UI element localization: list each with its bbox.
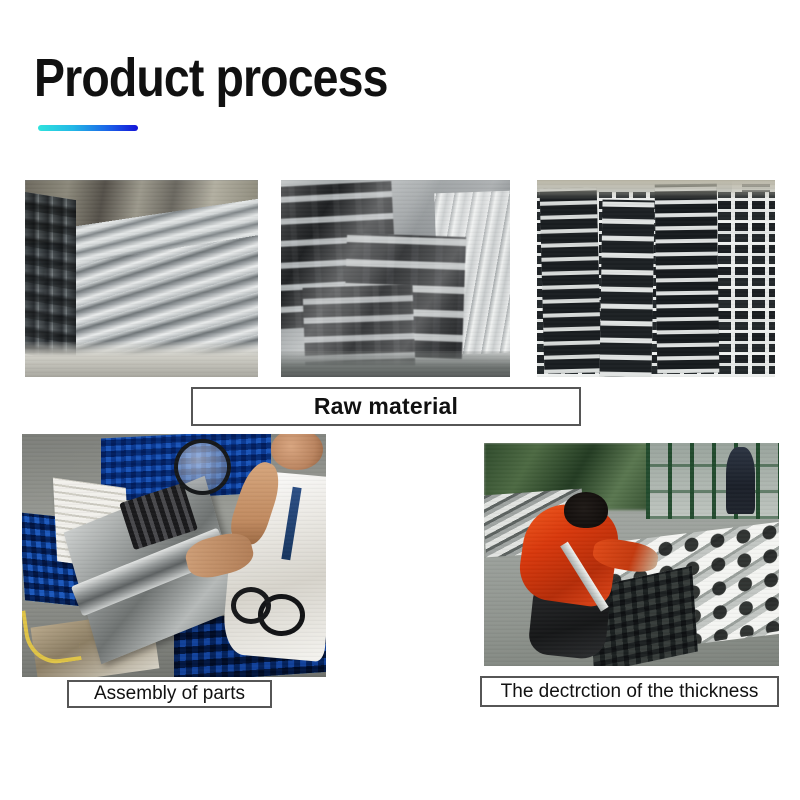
photo-ring-part-2: [230, 586, 272, 624]
photo-raw-tube-ends: [537, 180, 775, 377]
photo-worker-head: [563, 492, 608, 528]
photo-assembly-workbench: [22, 434, 326, 677]
title-accent-rule: [38, 125, 138, 131]
photo-floor: [281, 351, 510, 377]
caption-assembly-of-parts: Assembly of parts: [67, 680, 272, 708]
photo-plastic-wrap-sheen: [281, 180, 510, 377]
photo-worker-head: [271, 434, 323, 471]
photo-raw-long-profiles: [25, 180, 258, 377]
photo-fence-posts: [646, 443, 779, 519]
photo-profile-ends: [25, 191, 77, 362]
photo-thickness-check: [484, 443, 779, 666]
page-title: Product process: [34, 48, 388, 108]
photo-tube-column-1: [539, 187, 602, 374]
photo-top-haze: [537, 180, 775, 200]
caption-raw-material: Raw material: [191, 387, 581, 426]
photo-tube-column-3: [654, 183, 720, 374]
photo-background-person: [725, 447, 756, 515]
photo-raw-wrapped-tubes: [281, 180, 510, 377]
photo-magnifier: [174, 438, 231, 496]
photo-ground: [25, 341, 258, 377]
caption-thickness-detection: The dectrction of the thickness: [480, 676, 779, 707]
photo-tube-column-2: [599, 199, 656, 377]
